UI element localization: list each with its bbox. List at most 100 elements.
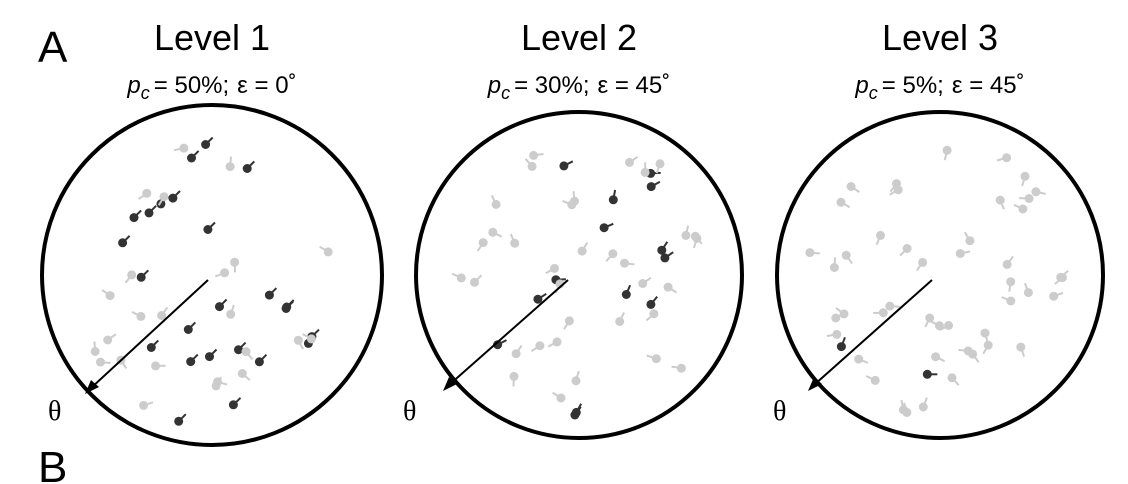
- noise-dot: [571, 370, 581, 386]
- noise-dot: [1019, 194, 1034, 203]
- noise-dot: [996, 153, 1012, 163]
- dot-field: [451, 150, 703, 420]
- coherent-dot: [205, 348, 218, 362]
- noise-dot: [511, 344, 523, 359]
- noise-dot: [302, 333, 316, 344]
- noise-dot: [963, 231, 975, 246]
- coherent-dot: [144, 205, 157, 218]
- pc-symbol: p: [487, 72, 501, 99]
- noise-dot: [1031, 187, 1046, 197]
- coherent-dot: [146, 339, 160, 352]
- noise-dot: [139, 400, 154, 410]
- noise-dot: [529, 150, 544, 160]
- noise-dot: [846, 182, 860, 194]
- coherent-dot: [215, 298, 228, 312]
- noise-dot: [1054, 273, 1067, 285]
- parameter-line: pc= 30%; ε = 45˚: [487, 72, 671, 103]
- noise-dot: [646, 354, 661, 364]
- noise-dot: [451, 272, 466, 283]
- coherent-dot: [168, 190, 181, 203]
- direction-arrow: [448, 279, 569, 386]
- noise-dot: [552, 391, 566, 403]
- noise-dot: [1001, 296, 1016, 306]
- noise-dot: [692, 233, 702, 249]
- noise-dot: [226, 304, 236, 319]
- coherent-dot: [201, 136, 214, 149]
- coherent-dot: [621, 284, 632, 299]
- panel-level-3: Level 3 pc= 5%;ε = 45˚ θ: [773, 17, 1105, 440]
- parameter-line: pc= 5%;ε = 45˚: [854, 72, 1024, 103]
- noise-dot: [924, 313, 935, 328]
- noise-dot: [865, 375, 880, 385]
- coherent-dot: [646, 295, 658, 309]
- pc-symbol: p: [126, 72, 140, 99]
- pc-value: = 30%;: [514, 72, 589, 99]
- noise-dot: [488, 227, 503, 238]
- noise-dot: [841, 250, 853, 264]
- noise-dot: [173, 143, 189, 153]
- noise-dot: [982, 340, 993, 355]
- level-title: Level 2: [521, 17, 637, 58]
- pc-subscript: c: [501, 83, 510, 103]
- noise-dot: [151, 361, 166, 371]
- coherent-dot: [203, 221, 216, 234]
- noise-dot: [899, 244, 912, 257]
- noise-dot: [1023, 282, 1033, 298]
- noise-dot: [638, 276, 652, 288]
- noise-dot: [831, 312, 846, 323]
- level-title: Level 3: [882, 17, 998, 58]
- noise-dot: [826, 329, 842, 339]
- noise-dot: [241, 347, 254, 360]
- direction-arrow: [813, 279, 933, 386]
- noise-dot: [490, 194, 501, 209]
- noise-dot: [1002, 255, 1014, 269]
- pc-subscript: c: [869, 83, 878, 103]
- noise-dot: [939, 321, 954, 331]
- noise-dot: [530, 341, 545, 353]
- dot-field: [805, 145, 1069, 417]
- noise-dot: [470, 274, 483, 287]
- coherent-dot: [187, 150, 200, 163]
- noise-dot: [524, 158, 537, 171]
- noise-dot: [655, 159, 665, 174]
- noise-dot: [509, 233, 520, 248]
- noise-dot: [873, 308, 888, 318]
- noise-dot: [615, 312, 625, 326]
- noise-dot: [577, 241, 589, 256]
- noise-dot: [995, 195, 1005, 210]
- dot-field: [90, 136, 333, 426]
- epsilon-value: ε = 0˚: [237, 72, 296, 99]
- noise-dot: [124, 270, 137, 284]
- coherent-dot: [129, 209, 142, 223]
- noise-dot: [875, 230, 885, 245]
- aperture-circle: [414, 110, 744, 440]
- noise-dot: [918, 397, 928, 412]
- arrowhead: [443, 377, 457, 391]
- noise-dot: [547, 337, 562, 348]
- coherent-dot: [533, 292, 547, 304]
- coherent-dot: [183, 321, 197, 334]
- coherent-dot: [282, 299, 295, 312]
- parameter-line: pc= 50%;ε = 0˚: [126, 72, 296, 103]
- coherent-dot: [228, 397, 242, 410]
- coherent-dot: [174, 413, 187, 426]
- noise-dot: [1049, 291, 1064, 301]
- noise-dot: [293, 335, 304, 350]
- coherent-dot: [660, 251, 674, 263]
- panel-level-1: Level 1 pc= 50%;ε = 0˚ θ: [40, 17, 384, 447]
- noise-dot: [225, 156, 235, 172]
- coherent-dot: [264, 287, 278, 300]
- noise-dot: [563, 316, 574, 330]
- noise-dot: [90, 341, 100, 356]
- level-title: Level 1: [154, 17, 270, 58]
- coherent-dot: [646, 180, 661, 192]
- noise-dot: [681, 225, 691, 240]
- theta-label: θ: [773, 396, 786, 427]
- coherent-dot: [118, 235, 131, 248]
- aperture-circle: [40, 103, 384, 447]
- epsilon-value: ε = 45˚: [598, 72, 671, 99]
- noise-dot: [915, 257, 928, 272]
- noise-dot: [103, 333, 117, 345]
- noise-dot: [211, 376, 223, 391]
- panel-level-2: Level 2 pc= 30%;ε = 45˚ θ: [403, 17, 744, 440]
